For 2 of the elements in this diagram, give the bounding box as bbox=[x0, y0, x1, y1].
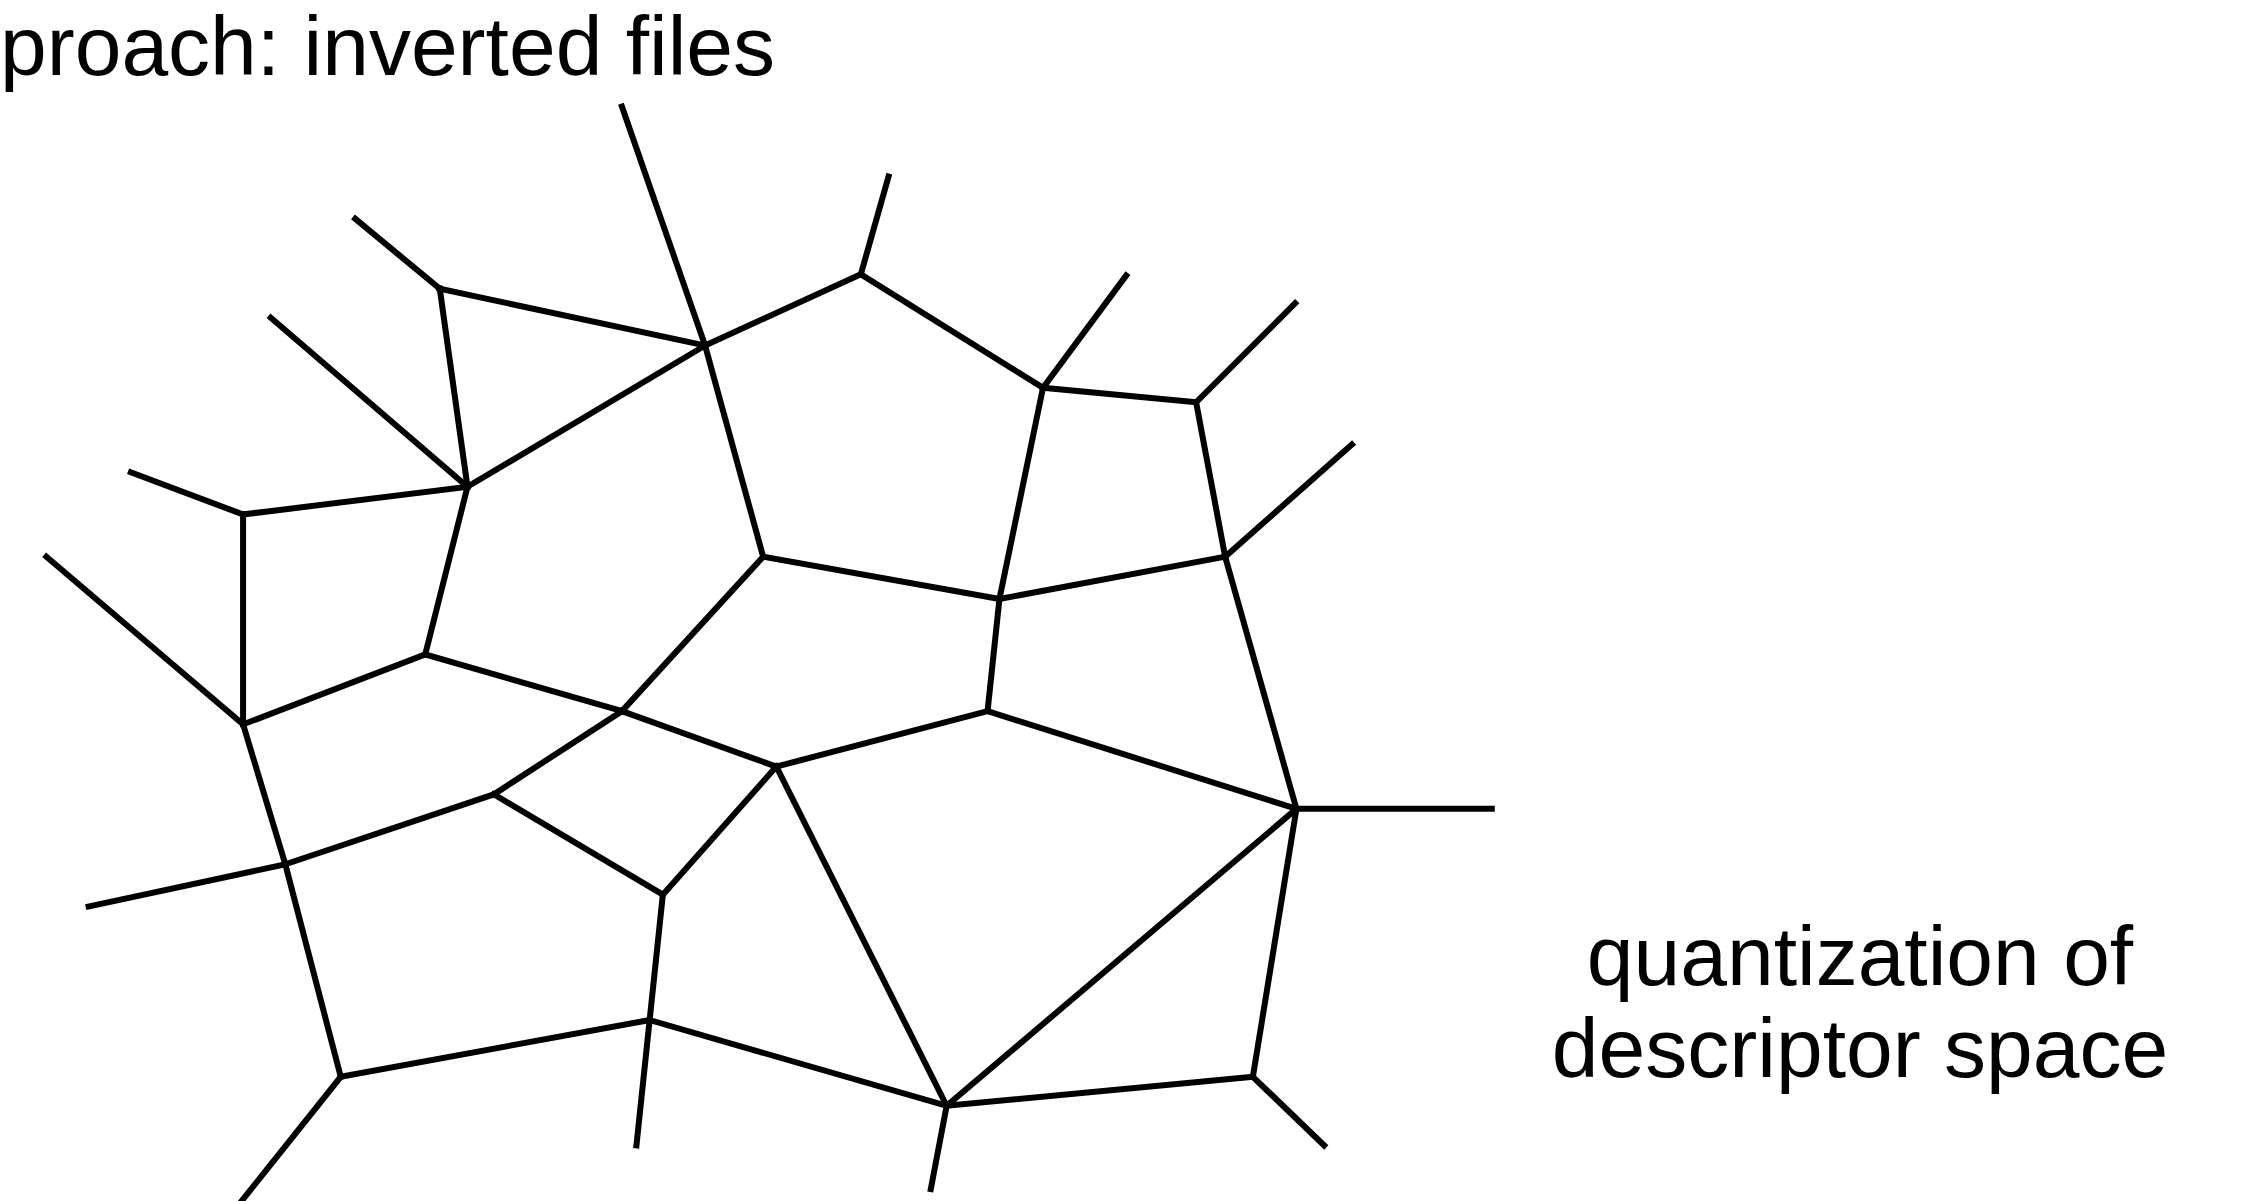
caption: quantization of descriptor space bbox=[1550, 910, 2170, 1095]
heading: proach: inverted files bbox=[0, 0, 777, 93]
